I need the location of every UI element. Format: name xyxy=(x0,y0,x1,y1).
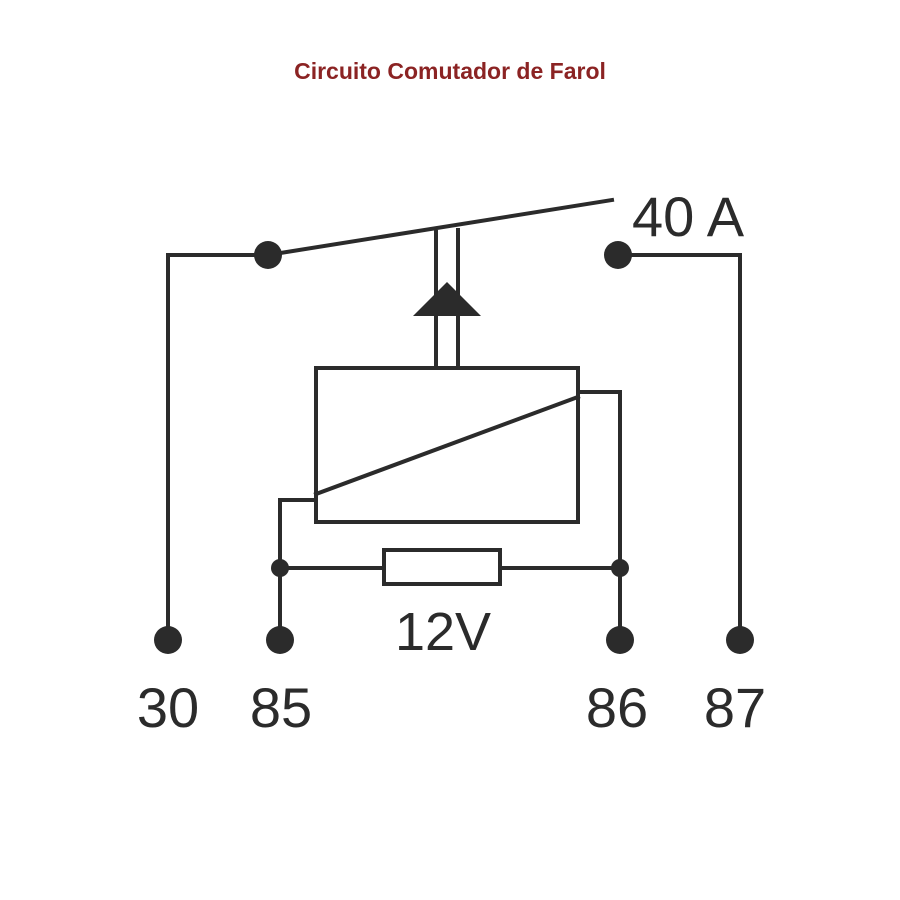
suppression-resistor xyxy=(382,548,502,586)
switch-lever xyxy=(265,197,615,258)
terminal-label: 87 xyxy=(704,676,766,739)
terminal-label: 85 xyxy=(250,676,312,739)
rating-label: 40 A xyxy=(632,185,745,248)
switch-open-contact xyxy=(604,241,632,269)
terminal-85-pin xyxy=(266,626,294,654)
switch-pivot-contact xyxy=(254,241,282,269)
terminal-30-pin xyxy=(154,626,182,654)
relay-coil xyxy=(314,366,580,524)
wire-terminal-85 xyxy=(278,498,318,642)
wire-terminal-86 xyxy=(576,390,622,642)
junction-dot-right xyxy=(611,559,629,577)
terminal-87-pin xyxy=(726,626,754,654)
wire-terminal-87 xyxy=(616,253,742,642)
actuator-arrow xyxy=(413,282,481,316)
coil-winding xyxy=(313,394,581,497)
terminal-86-pin xyxy=(606,626,634,654)
coil-voltage-label: 12V xyxy=(395,602,491,662)
junction-dot-left xyxy=(271,559,289,577)
terminal-label: 30 xyxy=(137,676,199,739)
terminal-label: 86 xyxy=(586,676,648,739)
diagram-title: Circuito Comutador de Farol xyxy=(294,58,606,84)
wire-terminal-30 xyxy=(166,253,270,642)
